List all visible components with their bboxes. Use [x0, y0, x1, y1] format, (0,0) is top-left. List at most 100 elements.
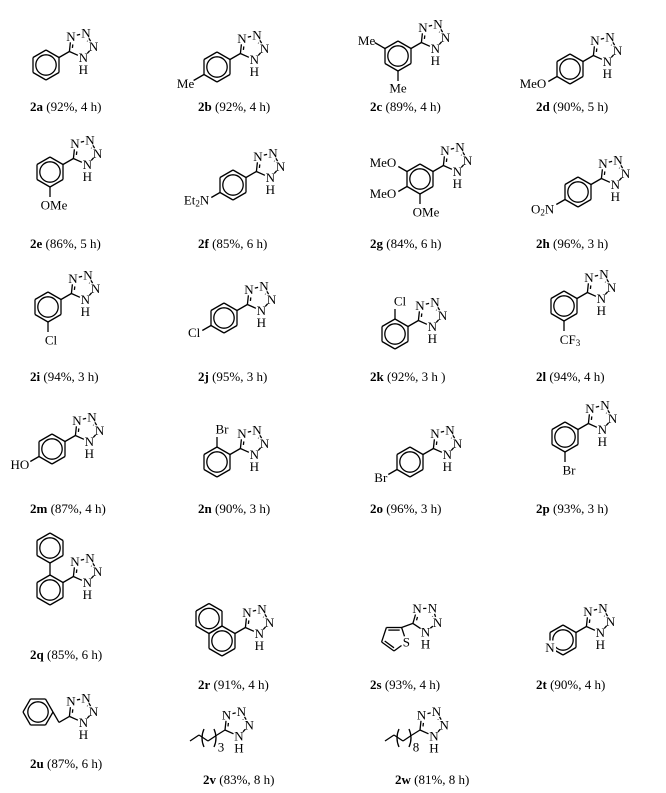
phenyl-2c-bond: [384, 62, 399, 72]
tetrazole-n-atom: N: [598, 601, 608, 616]
tetrazole-bond: [442, 156, 446, 166]
methyl-bond: [193, 73, 205, 82]
phenyl-2q-bond: [36, 574, 51, 584]
thiophene-bond: [393, 644, 402, 652]
tetrazole-n-atom: N: [590, 33, 600, 48]
aryl-tetrazole-bond: [407, 319, 419, 328]
caption-2u: 2u (87%, 6 h): [30, 756, 103, 771]
phenyl-2o-bond: [409, 468, 424, 478]
tetrazole-bond: [443, 164, 453, 170]
phenyl-2q-aromatic-ring: [39, 579, 61, 601]
tetrazole-bond: [240, 52, 250, 58]
phenyl-2j-bond: [210, 324, 225, 334]
phenyl-2h-bond: [564, 198, 579, 208]
phenyl-2p-bond: [564, 443, 579, 453]
aryl-tetrazole-bond: [575, 625, 587, 634]
phenyl-2c-aromatic-ring: [387, 45, 409, 67]
phenyl-2f-bond: [232, 169, 247, 179]
tetrazole-n-atom: N: [267, 292, 277, 307]
tetrazole-n-atom: N: [95, 423, 105, 438]
tetrazole-n-atom: N: [91, 281, 101, 296]
aryl-tetrazole-bond: [576, 291, 588, 300]
aryl-tetrazole-bond: [422, 447, 434, 456]
tetrazole-n-atom: N: [432, 704, 442, 719]
pyridine-n-mask: [544, 640, 556, 655]
tetrazole-n-atom: N: [72, 413, 82, 428]
tetrazole-nh-hydrogen: H: [85, 446, 94, 461]
caption-2i: 2i (94%, 3 h): [30, 369, 99, 384]
phenyl-2b-aromatic-ring: [206, 56, 228, 78]
methoxy-label: OMe: [41, 198, 68, 213]
phenyl-2i-bond: [34, 291, 49, 301]
bromo-label: Br: [216, 422, 230, 437]
tetrazole-n-atom: N: [81, 691, 91, 706]
aryl-tetrazole-bond: [577, 422, 589, 431]
phenyl-2k-bond: [381, 318, 396, 328]
phenyl-2g-bond: [419, 163, 434, 173]
phenyl-2h-aromatic-ring: [567, 181, 589, 203]
benzyl-tetrazole-bond: [58, 715, 70, 723]
tetrazole-bond: [243, 716, 247, 721]
tetrazole-bond: [435, 319, 440, 323]
tetrazole-n-atom: N: [433, 17, 443, 32]
phenyl-2g-bond: [406, 163, 421, 173]
tetrazole-bond: [618, 177, 623, 181]
tetrazole-n-atom: N: [260, 436, 270, 451]
tetrazole-nh-hydrogen: H: [597, 303, 606, 318]
methoxy-bond: [397, 165, 408, 173]
phenyl-2l-bond: [550, 312, 565, 322]
chloro-bond: [201, 324, 212, 332]
caption-2j: 2j (95%, 3 h): [198, 369, 268, 384]
methoxy-bond: [547, 75, 558, 83]
tetrazole-n-atom: N: [596, 625, 606, 640]
tetrazole-n-atom: N: [244, 282, 254, 297]
phenyl-2h-bond: [577, 176, 592, 186]
tetrazole-nh-hydrogen: H: [453, 176, 462, 191]
phenyl-2d-bond: [569, 53, 584, 63]
tetrazole-n-atom: N: [68, 271, 78, 286]
tetrazole-n-atom: N: [276, 159, 286, 174]
repeat-count: 8: [413, 740, 420, 755]
caption-2r: 2r (91%, 4 h): [198, 677, 269, 692]
tetrazole-bond: [610, 54, 615, 58]
tetrazole-n-atom: N: [257, 602, 267, 617]
phenyl-2p-bond: [551, 421, 566, 431]
tetrazole-bond: [608, 160, 613, 163]
tetrazole-n-atom: N: [463, 153, 473, 168]
phenyl-2a-bond: [32, 71, 47, 81]
tetrazole-n-atom: N: [455, 140, 465, 155]
tetrazole-n-atom: N: [83, 575, 93, 590]
tetrazole-bond: [72, 567, 76, 577]
tetrazole-bond: [450, 447, 455, 451]
phenyl-2m-bond: [51, 433, 66, 443]
tetrazole-n-atom: N: [428, 601, 438, 616]
second-phenyl-bond: [36, 532, 51, 542]
tetrazole-n-atom: N: [440, 717, 450, 732]
methyl-label: Me: [177, 76, 195, 91]
tetrazole-bond: [73, 575, 83, 581]
aryl-tetrazole-bond: [60, 292, 72, 301]
tetrazole-nh-hydrogen: H: [596, 637, 605, 652]
phenyl-2c-bond: [397, 40, 412, 50]
repeat-bracket-right: [408, 728, 412, 748]
naphthalene-ring-a-aromatic-ring: [211, 630, 233, 652]
phenyl-2j-bond: [223, 302, 238, 312]
tetrazole-n-atom: N: [603, 54, 613, 69]
tetrazole-bond: [73, 157, 83, 163]
tetrazole-bond: [440, 430, 445, 433]
caption-2f: 2f (85%, 6 h): [198, 236, 268, 251]
tetrazole-bond: [80, 140, 85, 143]
naphthalene-ring-b-bond: [208, 602, 223, 612]
phenyl-2a-aromatic-ring: [35, 54, 57, 76]
phenyl-2t-bond: [562, 624, 577, 634]
trifluoromethyl-label: CF3: [560, 332, 581, 349]
tetrazole-bond: [587, 291, 597, 297]
tetrazole-bond: [239, 44, 243, 54]
phenyl-2h-bond: [564, 176, 579, 186]
benzyl-phenyl-bond: [44, 711, 54, 726]
